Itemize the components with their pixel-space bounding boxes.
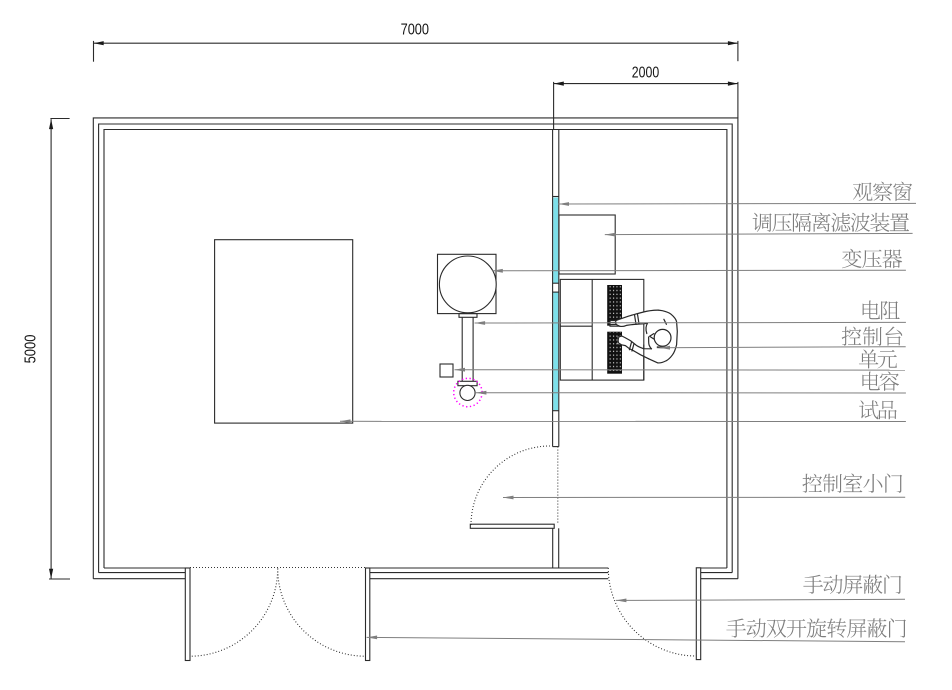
svg-text:7000: 7000 bbox=[401, 21, 429, 39]
svg-text:5000: 5000 bbox=[22, 335, 39, 364]
svg-text:2000: 2000 bbox=[632, 64, 660, 82]
